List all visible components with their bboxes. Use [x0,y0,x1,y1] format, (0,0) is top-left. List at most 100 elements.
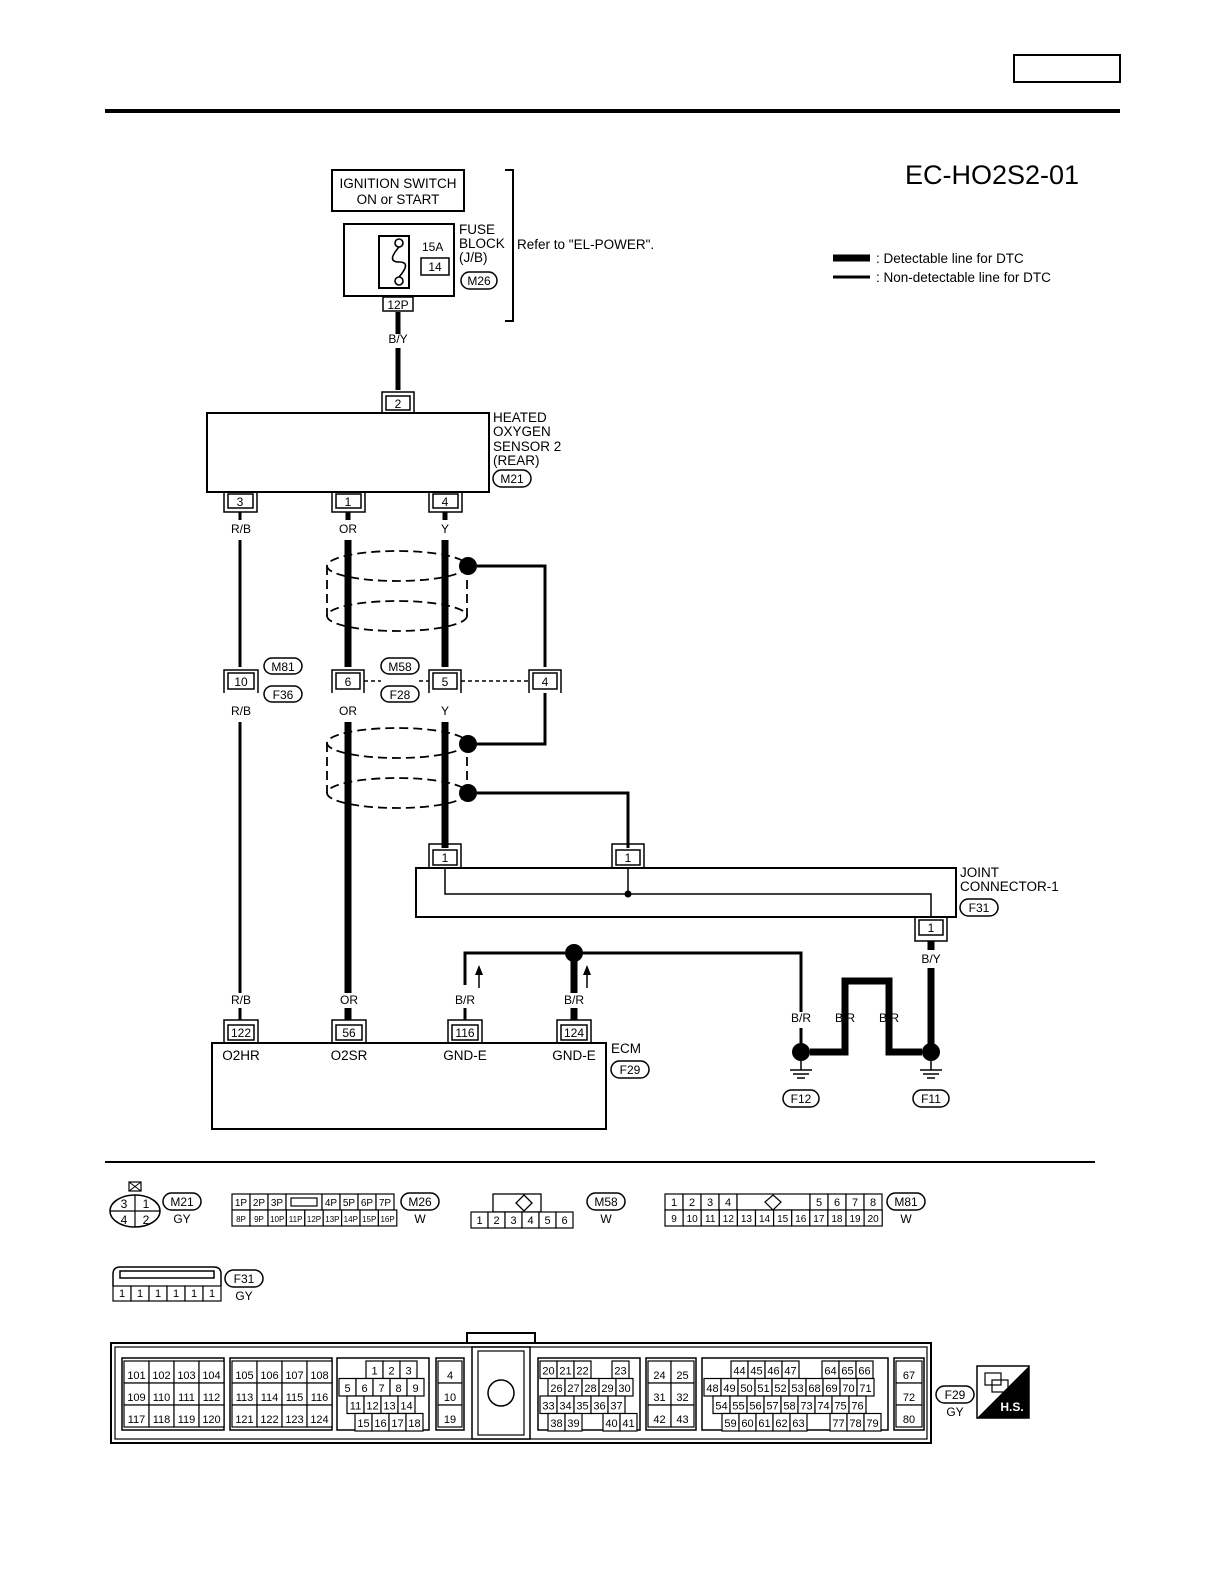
f29-g1-2-3-cell [198,1404,225,1428]
svg-text:CONNECTOR-1: CONNECTOR-1 [960,879,1059,894]
svg-text:4: 4 [442,495,449,509]
f29-g7-1-7: 69 [825,1383,837,1395]
f29-g7-2-0: 54 [715,1401,727,1413]
f29-g7-1-3: 51 [757,1383,769,1395]
wire-label-by-2: B/Y [921,952,940,966]
legend: : Detectable line for DTC : Non-detectab… [833,251,1051,285]
fuse-number: 14 [428,260,442,274]
m81-bot-9: 18 [831,1214,843,1225]
f29-g3-0-1: 2 [388,1366,394,1378]
m21-color: GY [173,1212,190,1226]
f29-g3-1-1: 6 [361,1383,367,1395]
m26-top-5: 6P [361,1198,374,1209]
f29-g7-2-3: 57 [766,1401,778,1413]
f29-g5-3-1-cell [564,1412,583,1432]
m26-bot-1: 9P [254,1215,264,1224]
f29-body [110,1342,932,1444]
sensor-line4: (REAR) [493,453,540,468]
f29-g7-3-1: 60 [741,1418,753,1430]
m26-top-3: 4P [325,1198,338,1209]
m26-top-4: 5P [343,1198,356,1209]
f29-g5-3-3-cell [619,1412,638,1432]
fuse-block-box [343,223,455,297]
ecm-name-3: GND-E [443,1048,487,1063]
f29-g4-2-cell [437,1404,463,1428]
sensor-line3: SENSOR 2 [493,439,561,454]
f29-g3-3-1: 16 [374,1418,386,1430]
m81-bot-5: 14 [759,1214,771,1225]
f29-g2-1-1: 114 [261,1392,279,1404]
f29-g5-3-1: 39 [567,1418,579,1430]
f29-g7-3-2: 61 [758,1418,770,1430]
f29-g7-2-1: 55 [732,1401,744,1413]
f29-id: F29 [945,1388,966,1402]
f29-g5-3-2: 40 [605,1418,617,1430]
svg-text:F31: F31 [969,901,990,915]
svg-text:56: 56 [342,1026,356,1040]
f29-g3-2-2: 13 [383,1401,395,1413]
m26-bot-4: 12P [307,1215,321,1224]
m58-pin-2: 3 [510,1215,516,1227]
f29-g7-2-4: 58 [783,1401,795,1413]
f29-g2-2-2: 123 [285,1414,303,1426]
f29-g2-1-2: 115 [286,1392,304,1404]
f29-g1-2-1: 118 [153,1414,171,1426]
wire-br-ecm116 [463,951,565,985]
svg-text:1: 1 [625,851,632,865]
f29-g2-0-0: 105 [235,1370,253,1382]
f29-g7-2-6: 74 [817,1401,829,1413]
f29-g1-1-2: 111 [178,1392,195,1404]
f29-g5-1-3: 29 [601,1383,613,1395]
m81-top-0: 1 [671,1197,677,1209]
wire-label-rb-3: R/B [231,993,251,1007]
m58-id: M58 [594,1195,618,1209]
m21-tag [162,1192,202,1211]
f29-g6-1-0: 31 [653,1392,665,1404]
page-number-box [1013,54,1121,83]
wire-label-y-2: Y [441,704,449,718]
f29-g7-3-3: 62 [775,1418,787,1430]
m26-bot-2: 10P [270,1215,284,1224]
m58-pin-5-cell [555,1211,574,1229]
heated-oxygen-sensor-box [206,412,490,493]
f29-g3-2-1: 12 [366,1401,378,1413]
m26-bot-0: 8P [236,1215,246,1224]
m21-pin-4: 2 [143,1213,150,1227]
m21-pin-1: 3 [121,1197,128,1211]
m26-top-2: 3P [271,1198,284,1209]
f29-g6-2-1: 43 [676,1414,688,1426]
m81-tag [886,1192,926,1211]
m81-top-3: 4 [725,1197,731,1209]
m58-pin-0: 1 [476,1215,482,1227]
ground-f11-label: F11 [921,1092,941,1106]
f29-g5-3-3: 41 [622,1418,634,1430]
m26-bot-7: 15P [362,1215,376,1224]
wire-label-by-1: B/Y [388,332,407,346]
m26-bot-6: 14P [344,1215,358,1224]
f29-g1-1-0: 109 [127,1392,145,1404]
m26-top-0: 1P [235,1198,248,1209]
m81-top-1: 2 [689,1197,695,1209]
f29-g3-1-4: 9 [412,1383,418,1395]
f29-g1-0-3: 104 [202,1370,220,1382]
f29-g4-0: 4 [447,1370,453,1382]
f29-g5-0-1: 21 [559,1366,571,1378]
f29-g5-1-1: 27 [567,1383,579,1395]
f29-g8-0: 67 [903,1370,915,1382]
f29-g5-1-2: 28 [584,1383,596,1395]
f29-g7-2-5: 73 [800,1401,812,1413]
f29-g1-0-2: 103 [177,1370,195,1382]
f29-g5-2-4: 37 [610,1401,622,1413]
fuse-label1: FUSE [459,222,495,237]
m26-id: M26 [408,1195,432,1209]
wire-label-or-2: OR [339,704,357,718]
f29-g3-2-0: 11 [350,1401,361,1413]
m81-top-7: 8 [870,1197,876,1209]
m81-bot-6: 15 [777,1214,789,1225]
wire-label-or-3: OR [340,993,358,1007]
m21-id: M21 [170,1195,194,1209]
svg-text:122: 122 [231,1026,251,1040]
f29-g7-0-2: 46 [767,1366,779,1378]
f31-pin-5-cell [202,1285,222,1302]
